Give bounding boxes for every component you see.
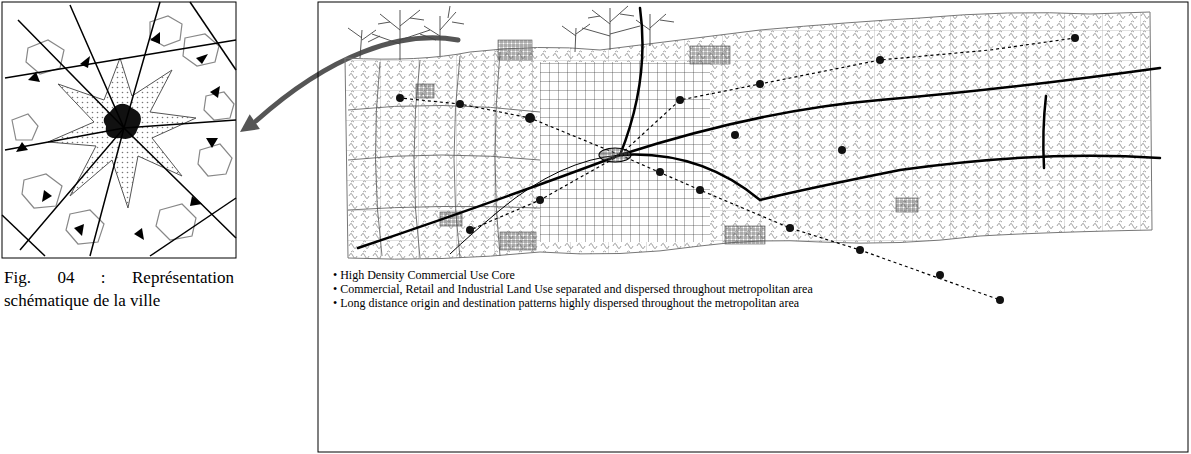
metropolitan-map xyxy=(318,2,1188,452)
figure-caption-box: Fig. 04 : Représentation schématique de … xyxy=(4,266,234,312)
bullet-note: • High Density Commercial Use Core xyxy=(333,268,1163,282)
bullet-note: • Commercial, Retail and Industrial Land… xyxy=(333,282,1163,296)
city-schematic xyxy=(2,2,236,258)
figure-caption: Fig. 04 : Représentation schématique de … xyxy=(4,266,234,312)
bullet-note: • Long distance origin and destination p… xyxy=(333,296,1163,310)
bullet-notes: • High Density Commercial Use Core• Comm… xyxy=(333,268,1163,310)
